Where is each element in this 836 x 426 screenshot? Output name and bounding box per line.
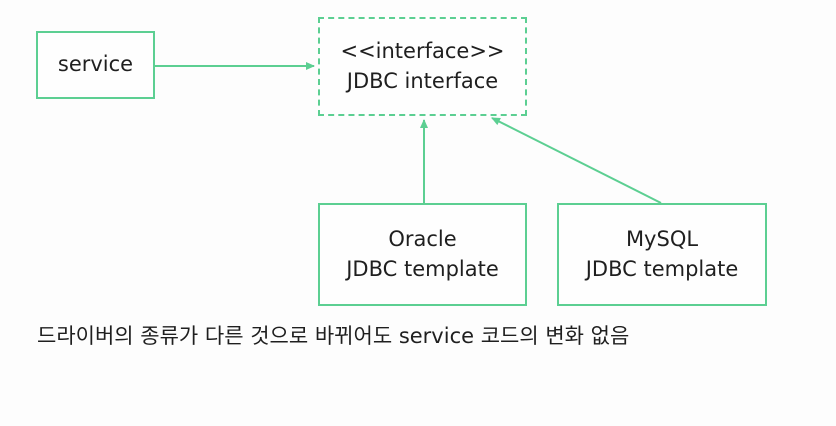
jdbc-interface-node: <<interface>> JDBC interface <box>318 17 527 116</box>
interface-label: JDBC interface <box>346 68 499 93</box>
oracle-jdbc-template-node: Oracle JDBC template <box>318 203 527 306</box>
diagram-caption: 드라이버의 종류가 다른 것으로 바뀌어도 service 코드의 변화 없음 <box>37 324 630 348</box>
service-node: service <box>36 31 155 99</box>
mysql-label: MySQL <box>625 227 699 252</box>
service-label: service <box>57 52 134 77</box>
mysql-template-label: JDBC template <box>585 256 739 281</box>
arrow-mysql-to-interface <box>491 117 662 204</box>
mysql-jdbc-template-node: MySQL JDBC template <box>557 203 767 306</box>
oracle-template-label: JDBC template <box>346 256 499 281</box>
oracle-label: Oracle <box>388 227 457 252</box>
interface-stereotype: <<interface>> <box>340 39 505 64</box>
